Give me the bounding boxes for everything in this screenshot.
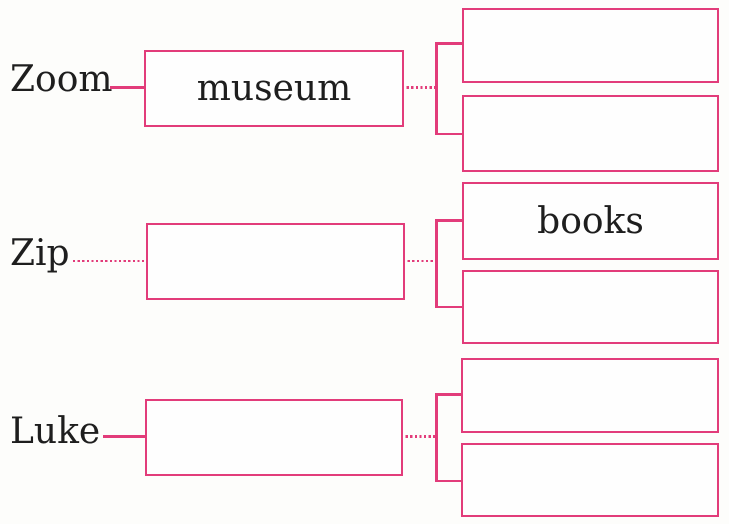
right-top-box-row2[interactable]: books	[462, 182, 719, 260]
link-line-row2	[403, 259, 436, 262]
right-bottom-box-row3[interactable]	[461, 443, 719, 517]
middle-box-row3[interactable]	[145, 399, 403, 476]
row-label-zoom: Zoom	[10, 59, 113, 100]
link-line-row1	[402, 86, 436, 89]
bracket-arm-bottom-row3	[435, 479, 462, 482]
right-bottom-box-row2[interactable]	[462, 270, 719, 344]
bracket-arm-bottom-row1	[435, 132, 463, 135]
middle-box-row1[interactable]: museum	[144, 50, 404, 127]
right-top-box-row3[interactable]	[461, 358, 719, 433]
bracket-arm-top-row2	[435, 219, 463, 222]
row-label-zip: Zip	[10, 233, 70, 274]
bracket-arm-top-row3	[435, 393, 462, 396]
bracket-arm-bottom-row2	[435, 305, 463, 308]
lead-line-luke	[103, 435, 147, 438]
bracket-row2	[435, 219, 438, 308]
link-line-row3	[401, 435, 436, 438]
middle-box-row2[interactable]	[146, 223, 405, 300]
row-label-luke: Luke	[10, 411, 101, 452]
bracket-row3	[435, 393, 438, 482]
bracket-arm-top-row1	[435, 42, 463, 45]
lead-line-zip	[73, 259, 148, 262]
bracket-row1	[435, 42, 438, 135]
right-top-box-row1[interactable]	[462, 8, 719, 83]
right-bottom-box-row1[interactable]	[462, 95, 719, 172]
lead-line-zoom	[110, 86, 146, 89]
